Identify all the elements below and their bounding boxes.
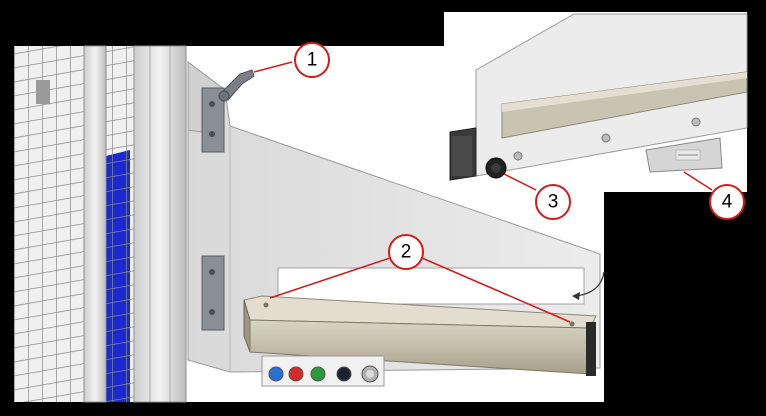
hinge-lower bbox=[201, 255, 225, 331]
callout-line-3 bbox=[503, 173, 537, 191]
inset-housing-strip bbox=[501, 71, 748, 139]
callout-4-label: 4 bbox=[722, 192, 733, 213]
mesh-fence bbox=[14, 45, 187, 403]
callout-line-2b bbox=[421, 257, 571, 323]
callout-2: 2 bbox=[388, 234, 424, 270]
sensor-housing bbox=[243, 295, 597, 376]
rotation-arrow bbox=[575, 271, 605, 297]
callout-line-2a bbox=[269, 257, 391, 299]
control-button bbox=[310, 366, 326, 382]
panel-window bbox=[277, 267, 585, 305]
control-box bbox=[261, 355, 385, 387]
hinge-upper bbox=[201, 87, 225, 153]
inset-detail-view bbox=[444, 12, 748, 192]
control-button bbox=[336, 366, 352, 382]
callout-line-1 bbox=[253, 61, 293, 73]
control-button bbox=[268, 366, 284, 382]
clamping-lever bbox=[218, 69, 255, 102]
callout-1: 1 bbox=[294, 42, 330, 78]
callout-1-label: 1 bbox=[307, 50, 318, 71]
callout-4: 4 bbox=[709, 184, 745, 220]
callout-2-label: 2 bbox=[401, 242, 412, 263]
frame-post bbox=[133, 45, 187, 403]
callout-3: 3 bbox=[535, 184, 571, 220]
callout-line-4 bbox=[683, 171, 713, 191]
callout-3-label: 3 bbox=[548, 192, 559, 213]
control-button bbox=[288, 366, 304, 382]
callout-lines bbox=[253, 61, 713, 323]
